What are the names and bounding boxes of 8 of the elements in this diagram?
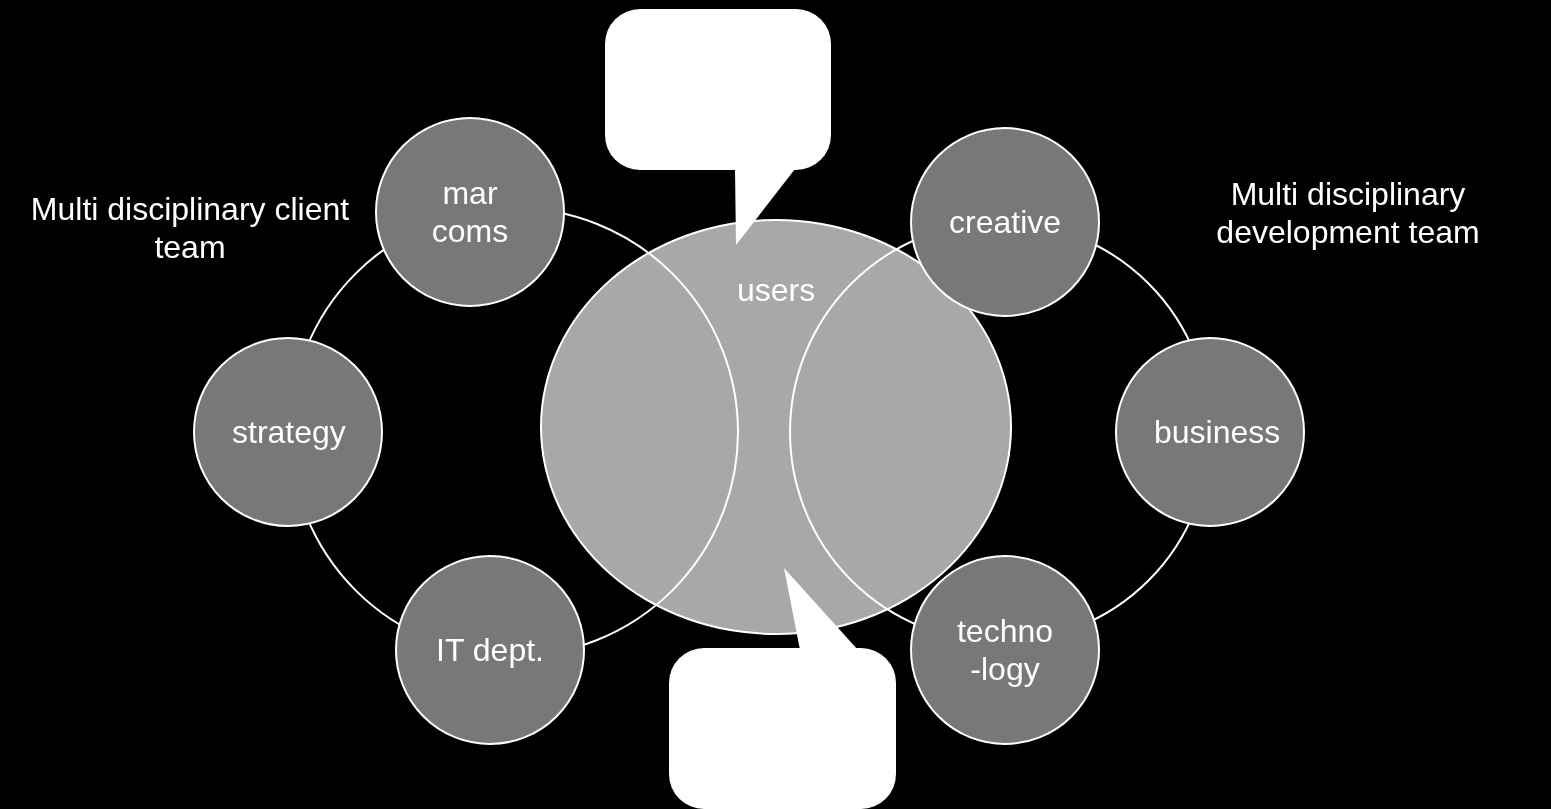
role-circle: IT dept. xyxy=(395,555,585,745)
role-circle: techno -logy xyxy=(910,555,1100,745)
team-label: Multi disciplinary client team xyxy=(30,190,350,266)
role-circle: strategy xyxy=(193,337,383,527)
team-label: Multi disciplinary development team xyxy=(1215,175,1481,251)
role-circle: business xyxy=(1115,337,1305,527)
role-circle: creative xyxy=(910,127,1100,317)
role-circle: mar coms xyxy=(375,117,565,307)
